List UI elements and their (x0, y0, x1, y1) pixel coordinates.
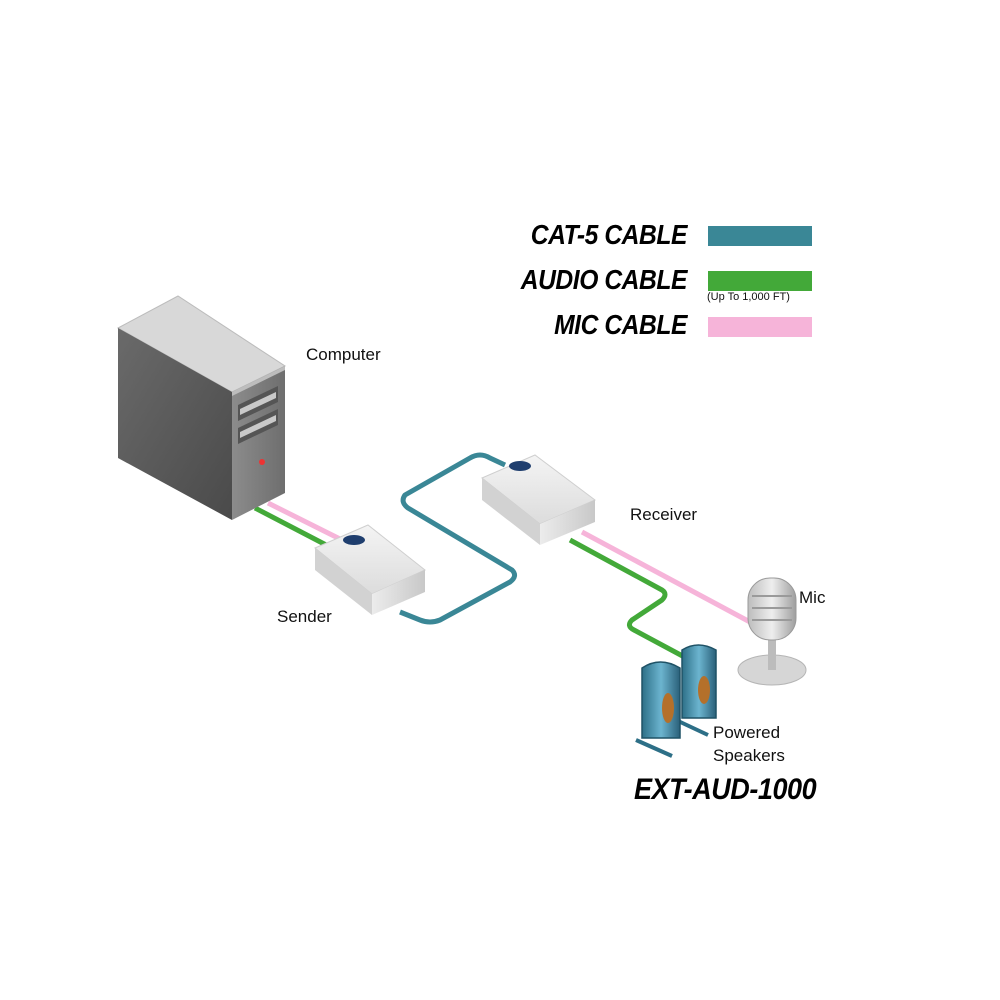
legend-swatch-audio (708, 271, 812, 291)
mic-cable-receiver-mic (580, 529, 752, 625)
speaker-icon (675, 644, 717, 737)
model-name: EXT-AUD-1000 (634, 773, 817, 806)
legend-swatch-cat5 (708, 226, 812, 246)
computer-label: Computer (306, 345, 381, 364)
mic-cable-computer-sender (266, 500, 344, 543)
speaker-icon (635, 661, 681, 758)
computer-tower-icon (116, 295, 287, 520)
speakers-label-line1: Powered (713, 723, 781, 742)
speakers-label-line2: Speakers (713, 746, 785, 765)
mic-label: Mic (799, 588, 826, 607)
legend-label-audio: AUDIO CABLE (520, 264, 688, 295)
legend-label-cat5: CAT-5 CABLE (530, 219, 688, 250)
audio-cable-receiver-speakers (568, 537, 692, 663)
legend-swatch-mic (708, 317, 812, 337)
cat5-cable-sender-receiver (399, 452, 518, 625)
legend-label-mic: MIC CABLE (554, 309, 687, 340)
legend-note-audio: (Up To 1,000 FT) (707, 291, 790, 303)
microphone-icon (737, 577, 807, 686)
speakers-label: Powered Speakers (713, 721, 785, 767)
sender-label: Sender (277, 607, 332, 626)
receiver-label: Receiver (630, 505, 698, 524)
sender-box-icon (314, 524, 426, 615)
audio-cable-computer-sender (253, 505, 332, 550)
receiver-box-icon (481, 454, 596, 545)
